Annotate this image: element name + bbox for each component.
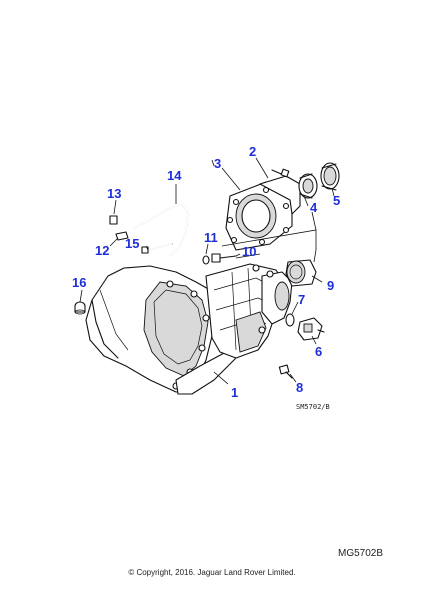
callout-6: 6 xyxy=(315,344,323,359)
callout-10: 10 xyxy=(242,244,257,259)
reference-code: MG5702B xyxy=(338,548,384,559)
part-2-bolt xyxy=(271,168,290,178)
drawing-code: SM5702/B xyxy=(296,403,330,411)
part-6-switch xyxy=(297,317,325,341)
part-13-clip xyxy=(109,215,118,225)
part-9-sleeve xyxy=(285,259,317,287)
callout-15: 15 xyxy=(125,236,140,251)
part-11-washer xyxy=(202,255,210,265)
part-7-o-ring xyxy=(285,313,295,327)
copyright-notice: © Copyright, 2016. Jaguar Land Rover Lim… xyxy=(128,568,296,577)
part-4-seal xyxy=(298,173,318,199)
part-10-bolt xyxy=(211,253,237,263)
part-12-connector xyxy=(115,231,129,241)
leader-lines xyxy=(79,157,335,385)
callout-7: 7 xyxy=(298,292,306,307)
callout-14: 14 xyxy=(167,168,182,183)
callout-2: 2 xyxy=(249,144,257,159)
part-15-union xyxy=(141,243,173,254)
callout-16: 16 xyxy=(72,275,87,290)
part-16-plug xyxy=(74,301,86,315)
callout-12: 12 xyxy=(95,243,110,258)
callout-8: 8 xyxy=(296,380,304,395)
callout-1: 1 xyxy=(231,385,239,400)
callout-13: 13 xyxy=(107,186,122,201)
part-5-bush xyxy=(320,162,340,191)
callout-11: 11 xyxy=(204,230,218,245)
transmission-housing xyxy=(85,263,293,395)
callout-9: 9 xyxy=(327,278,335,293)
callout-4: 4 xyxy=(310,200,318,215)
callout-5: 5 xyxy=(333,193,341,208)
part-3-adaptor-housing xyxy=(225,175,301,251)
part-14-breather-pipe xyxy=(133,203,189,257)
part-8-bolt xyxy=(278,364,293,379)
callout-3: 3 xyxy=(214,156,222,171)
